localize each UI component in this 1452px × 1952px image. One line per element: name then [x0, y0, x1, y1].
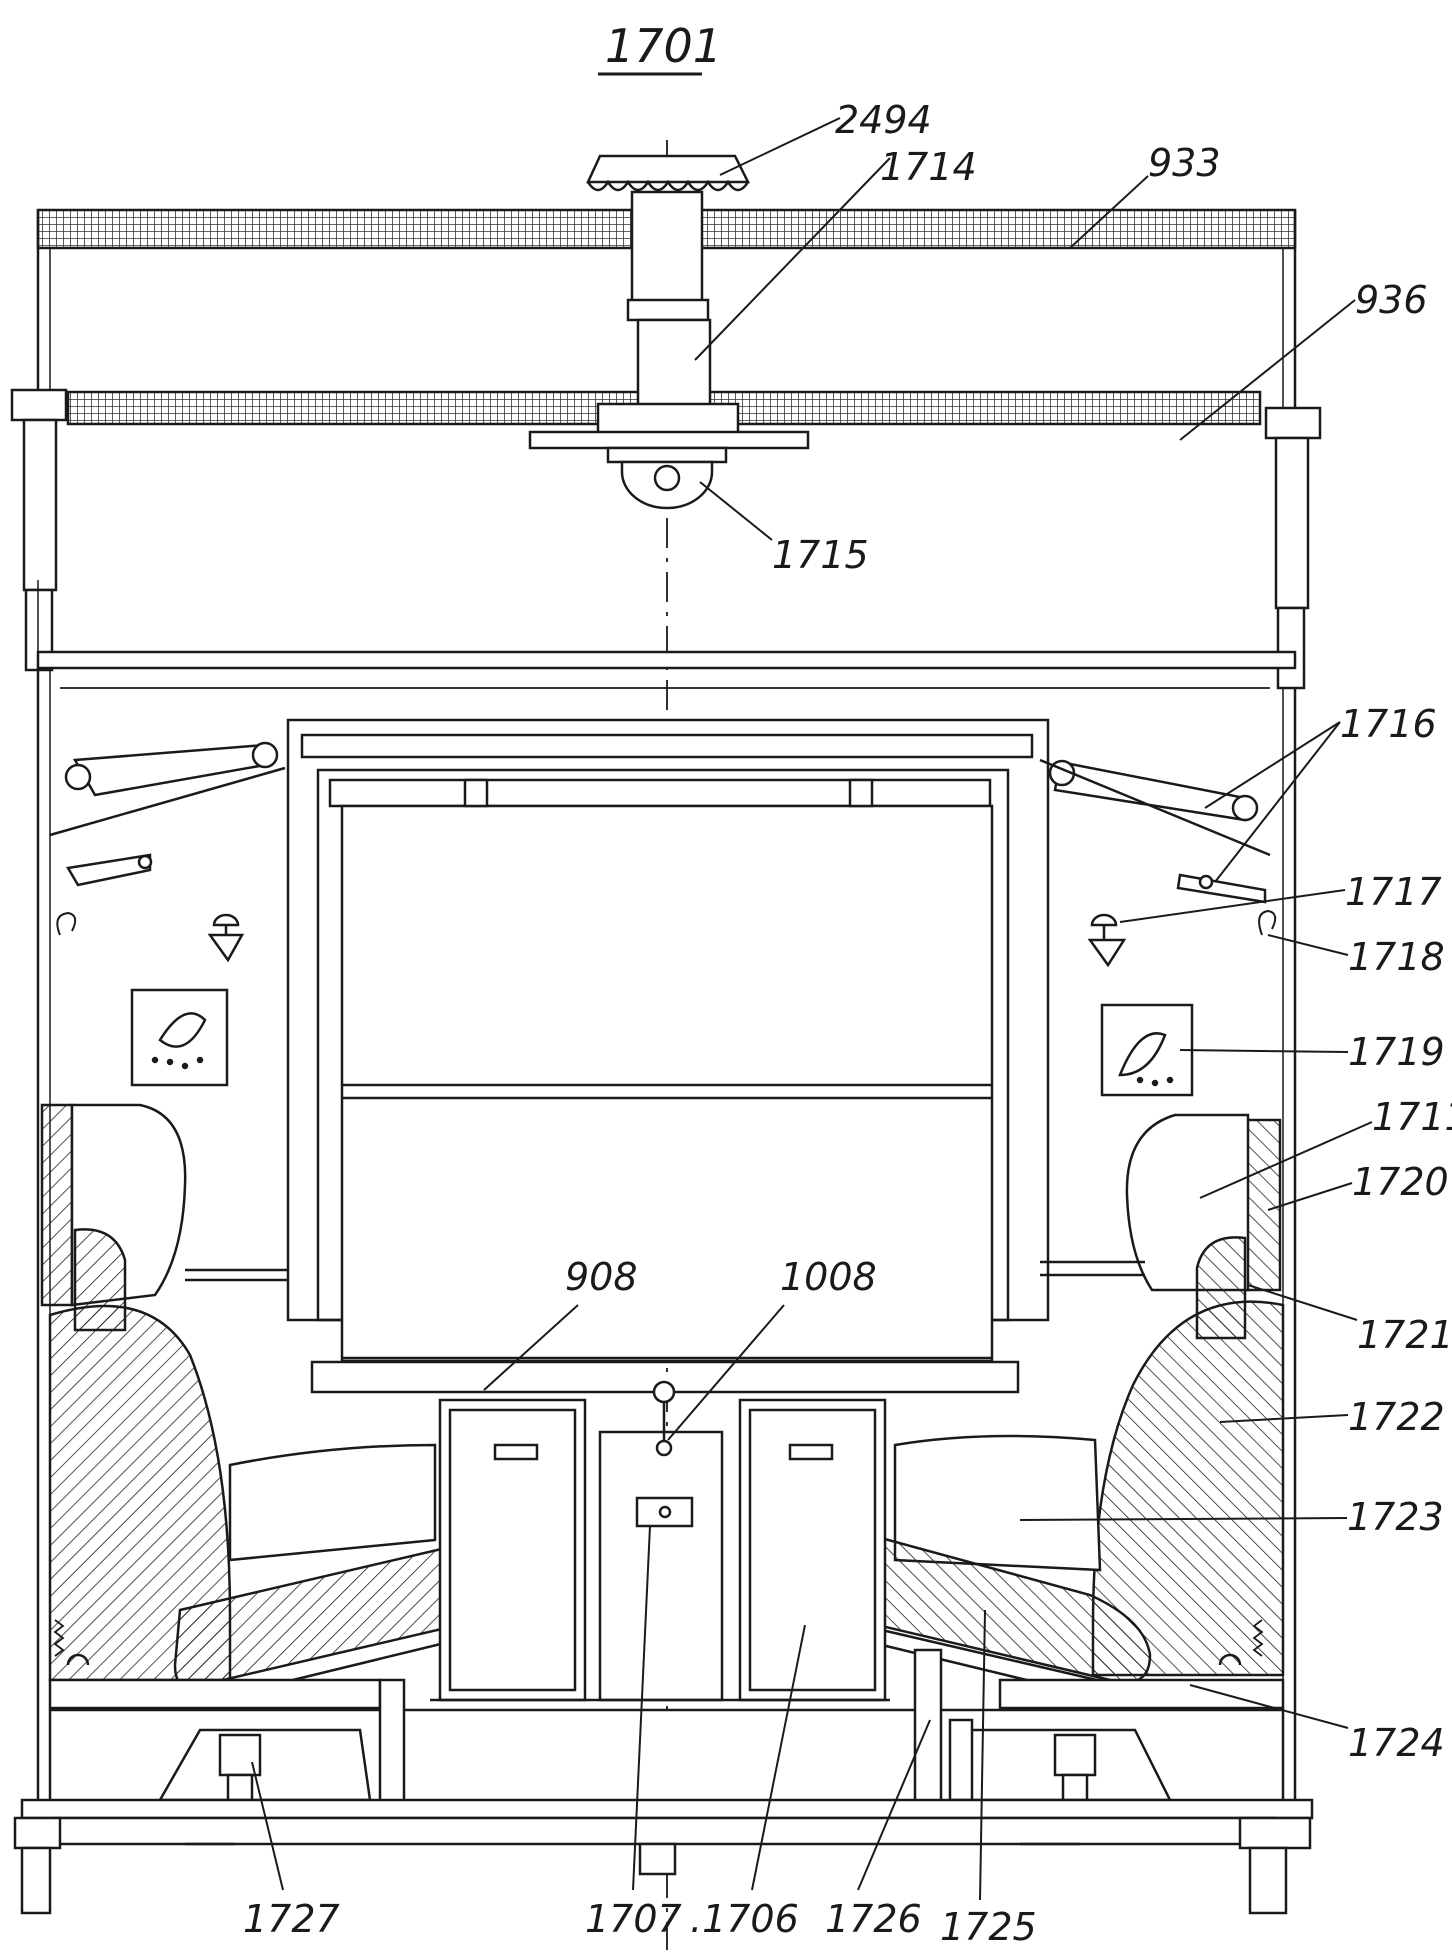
- locker-left: [438, 1398, 587, 1702]
- wall-panel-1720: [1243, 1118, 1282, 1292]
- lift-arm-left: [49, 741, 286, 887]
- floor: [20, 1798, 1314, 1820]
- label-1718: 1718: [1348, 935, 1445, 979]
- leader-lines: [251, 117, 1373, 1901]
- label-1727: 1727: [243, 1897, 340, 1941]
- label-1715: 1715: [772, 533, 869, 577]
- spring-right: [1252, 1619, 1264, 1657]
- seat-base-left: [228, 1443, 437, 1562]
- label-1725: 1725: [940, 1905, 1037, 1949]
- figure-title: 1701: [605, 19, 722, 73]
- seat-post-left: [378, 1678, 406, 1807]
- label-1008: 1008: [780, 1255, 877, 1299]
- window-frame-908: [286, 718, 1050, 1394]
- column-1714: [528, 190, 810, 464]
- lift-arm-right: [1039, 758, 1271, 904]
- label-1723: 1723: [1347, 1495, 1444, 1539]
- label-936: 936: [1355, 278, 1428, 322]
- coat-hook-left: [207, 913, 245, 963]
- coat-hook-1717: [1087, 913, 1127, 968]
- locker-1706: [738, 1398, 887, 1702]
- seat-base-1723: [893, 1434, 1102, 1572]
- label-933: 933: [1148, 141, 1221, 185]
- label-1720: 1720: [1352, 1160, 1449, 1204]
- seat-base-plate-1724: [998, 1678, 1285, 1710]
- upper-rail: [36, 650, 1297, 670]
- spring-left: [53, 1619, 65, 1657]
- ventilator-2494: [586, 154, 751, 192]
- hook-left: [56, 911, 77, 936]
- ashtray-plate-1719: [1100, 1003, 1194, 1097]
- label-2494: 2494: [835, 98, 932, 142]
- seat-base-plate-left: [48, 1678, 382, 1710]
- foot-pedal-right: [1053, 1733, 1097, 1777]
- right-foot: [1238, 1816, 1312, 1850]
- center-panel-1707: [598, 1430, 724, 1702]
- left-foot: [13, 1816, 62, 1850]
- label-1721: 1721: [1357, 1313, 1452, 1357]
- wall-panel-left: [40, 1103, 74, 1307]
- seat-post-1726: [913, 1648, 943, 1807]
- seat-backrest-1722: [1091, 1300, 1285, 1677]
- label-1724: 1724: [1348, 1721, 1445, 1765]
- label-1716: 1716: [1340, 702, 1437, 746]
- bracket-1715: [620, 460, 714, 510]
- seat-backrest-left: [48, 1304, 232, 1682]
- latch-1008: [652, 1380, 676, 1457]
- label-1706: .1706: [690, 1897, 799, 1941]
- ashtray-plate-left: [130, 988, 229, 1087]
- label-1714: 1714: [880, 145, 977, 189]
- label-908: 908: [565, 1255, 638, 1299]
- label-1717: 1717: [1345, 870, 1442, 914]
- label-1726: 1726: [825, 1897, 922, 1941]
- hook-1718: [1258, 909, 1277, 936]
- label-1719: 1719: [1348, 1030, 1445, 1074]
- right-post: [1264, 406, 1322, 690]
- label-1707: 1707: [585, 1897, 682, 1941]
- left-post: [10, 388, 68, 1060]
- label-1722: 1722: [1348, 1395, 1445, 1439]
